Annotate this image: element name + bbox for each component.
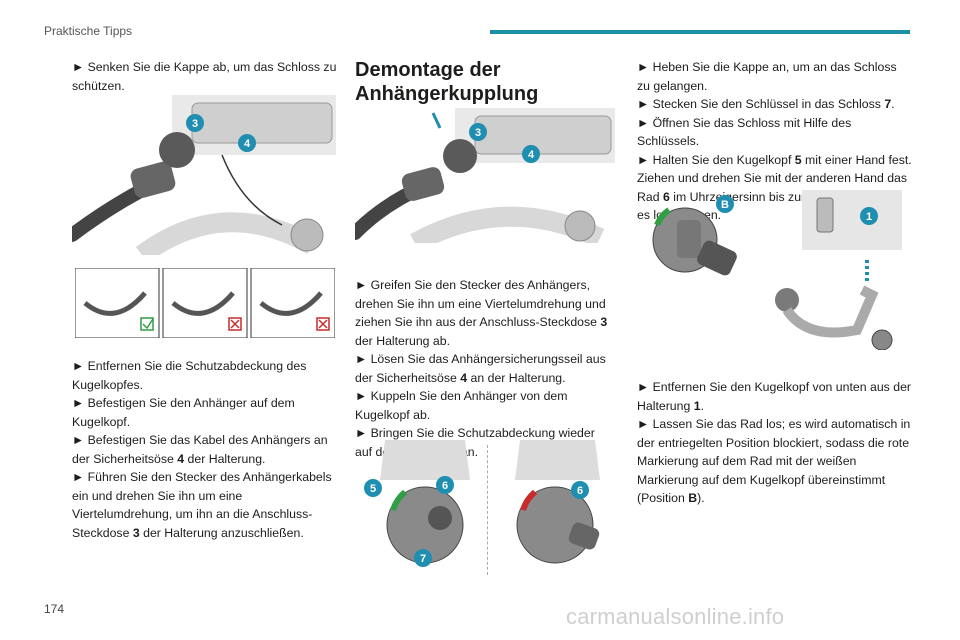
- illustration-ball-wheel: 5 6 7 6: [364, 440, 600, 567]
- step-hold-ball: ► Halten Sie den Kugelkopf 5 mit einer H…: [637, 152, 912, 167]
- callout-4: [238, 134, 256, 152]
- step-attach-trailer: ► Befestigen Sie den Anhänger auf dem Ku…: [72, 396, 295, 429]
- step-uncouple: ► Kuppeln Sie den Anhänger von dem Kugel…: [355, 389, 568, 422]
- callout-B-label: B: [721, 199, 729, 211]
- step-attach-cable: ► Befestigen Sie das Kabel des Anhängers…: [72, 433, 328, 466]
- column-1-lower: ► Entfernen Sie die Schutzabdeckung des …: [72, 357, 342, 542]
- callout-7-label: 7: [420, 553, 426, 565]
- step-lift-cap: ► Heben Sie die Kappe an, um an das Schl…: [637, 60, 897, 93]
- step-remove-cover: ► Entfernen Sie die Schutzabdeckung des …: [72, 359, 307, 392]
- step-release-cable: ► Lösen Sie das Anhängersicherungsseil a…: [355, 352, 606, 385]
- callout-1: [860, 207, 878, 225]
- illustration-ball-removal: B 1: [652, 190, 902, 350]
- callout-4-label: 4: [528, 149, 535, 161]
- callout-5: [364, 479, 382, 497]
- step-release-wheel: ► Lassen Sie das Rad los; es wird automa…: [637, 417, 911, 505]
- panel-wrong-1: [162, 268, 248, 338]
- callout-6-label: 6: [442, 480, 448, 492]
- step-open-lock: ► Öffnen Sie das Schloss mit Hilfe des S…: [637, 115, 852, 149]
- cross-icon: [316, 317, 330, 331]
- section-heading: Demontage der Anhängerkupplung: [355, 59, 539, 105]
- illustration-socket-connect: 3 4: [72, 95, 336, 255]
- callout-6: [436, 476, 454, 494]
- callout-3-label: 3: [192, 118, 198, 130]
- check-icon: [140, 317, 154, 331]
- step-insert-key: ► Stecken Sie den Schlüssel in das Schlo…: [637, 97, 895, 111]
- callout-B: [716, 195, 734, 213]
- illustration-socket-disconnect: 3 4: [355, 108, 615, 243]
- callout-3: [186, 114, 204, 132]
- callout-6b: [571, 481, 589, 499]
- watermark: carmanualsonline.info: [566, 604, 785, 629]
- step-pull-plug: ► Greifen Sie den Stecker des Anhängers,…: [355, 278, 608, 348]
- arrow-icon: [431, 112, 442, 129]
- header-title: Praktische Tipps: [44, 24, 133, 38]
- panel-wrong-2: [250, 268, 335, 338]
- cross-icon: [228, 317, 242, 331]
- callout-6b-label: 6: [577, 485, 583, 497]
- step-lower-cap: ► Senken Sie die Kappe ab, um das Schlos…: [72, 60, 337, 93]
- column-2: Demontage der Anhängerkupplung: [355, 58, 615, 112]
- callout-3: [469, 123, 487, 141]
- figure-divider: [487, 445, 488, 575]
- step-remove-ball: ► Entfernen Sie den Kugelkopf von unten …: [637, 380, 912, 413]
- panel-correct: [75, 268, 160, 338]
- column-2-steps: ► Greifen Sie den Stecker des Anhängers,…: [355, 276, 615, 461]
- column-3-lower: ► Entfernen Sie den Kugelkopf von unten …: [637, 378, 912, 508]
- step-insert-plug: ► Führen Sie den Stecker des Anhängerkab…: [72, 470, 332, 540]
- header-accent-bar: [490, 30, 910, 34]
- callout-1-label: 1: [866, 211, 872, 223]
- illustration-cable-panels: [75, 268, 335, 338]
- callout-5-label: 5: [370, 483, 376, 495]
- page-number: 174: [44, 602, 65, 616]
- callout-7: [414, 549, 432, 567]
- column-1: ► Senken Sie die Kappe ab, um das Schlos…: [72, 58, 342, 95]
- callout-3-label: 3: [475, 127, 481, 139]
- callout-4-label: 4: [244, 138, 251, 150]
- callout-4: [522, 145, 540, 163]
